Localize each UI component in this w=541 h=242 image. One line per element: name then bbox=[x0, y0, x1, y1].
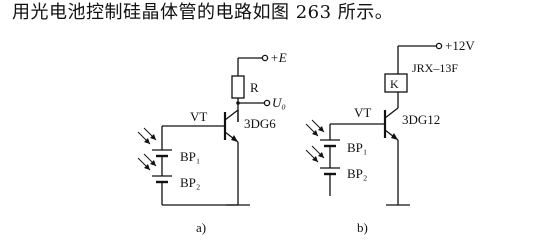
supply-terminal-a bbox=[261, 54, 269, 62]
cell1-label-b: BP₁ bbox=[347, 140, 367, 155]
cell2-label-b: BP₂ bbox=[347, 166, 367, 181]
transistor-label-b: VT bbox=[354, 105, 371, 120]
sub-label-a: a) bbox=[196, 220, 206, 235]
output-label-a: U₀ bbox=[272, 95, 286, 110]
transistor-model-a: 3DG6 bbox=[244, 116, 276, 131]
transistor-label-a: VT bbox=[190, 109, 207, 124]
supply-label-b: +12V bbox=[445, 38, 475, 53]
output-terminal-a bbox=[263, 99, 271, 107]
relay-model-b: JRX–13F bbox=[412, 61, 458, 75]
emitter-arrow-a bbox=[231, 135, 238, 142]
relay-coil-b bbox=[384, 73, 408, 93]
transistor-model-b: 3DG12 bbox=[402, 112, 440, 127]
light-arrow-icon bbox=[137, 153, 157, 171]
figure-caption: 用光电池控制硅晶体管的电路如图 263 所示。 bbox=[12, 2, 394, 23]
cell2-label-a: BP₂ bbox=[180, 175, 200, 190]
supply-terminal-b bbox=[435, 42, 443, 50]
light-arrow-icon bbox=[305, 145, 325, 163]
relay-symbol-b: K bbox=[390, 77, 399, 91]
sub-label-b: b) bbox=[357, 220, 368, 235]
resistor-label-a: R bbox=[250, 80, 259, 95]
supply-label-a: +E bbox=[270, 50, 287, 65]
circuit-a: +E R U₀ VT 3DG6 bbox=[137, 50, 287, 235]
cell1-label-a: BP₁ bbox=[180, 149, 200, 164]
circuit-b: +12V K JRX–13F VT 3DG12 BP₁ bbox=[305, 38, 475, 235]
light-arrow-icon bbox=[137, 127, 157, 145]
transistor-collector-a bbox=[224, 109, 239, 121]
emitter-arrow-b bbox=[391, 133, 398, 140]
resistor-a bbox=[231, 75, 245, 99]
light-arrow-icon bbox=[305, 119, 325, 137]
transistor-collector-b bbox=[384, 107, 399, 119]
